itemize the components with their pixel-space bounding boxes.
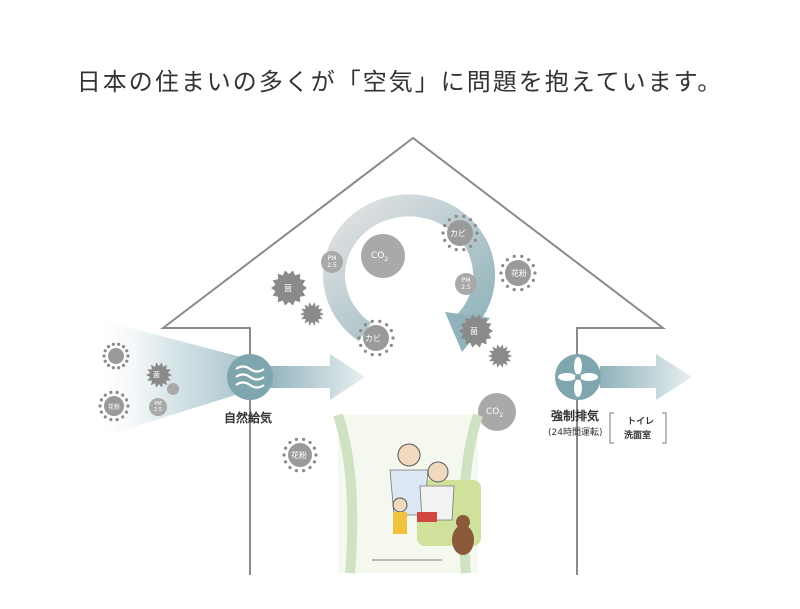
co2-label-top: CO2 (371, 251, 389, 263)
particle-marker-outside (102, 342, 130, 370)
pollen-label-left: 花粉 (291, 451, 307, 460)
pm25-circle-outside (149, 398, 167, 416)
intake-vent-icon (227, 354, 273, 400)
pollen-marker-right (499, 254, 537, 292)
mold-marker-bottom (357, 319, 395, 357)
co2-label-right: CO2 (486, 407, 504, 419)
pm25-circle-right (455, 273, 477, 295)
family-illustration (333, 413, 483, 574)
germ-label-left: 菌 (284, 284, 292, 293)
room-washroom: 洗面室 (624, 431, 652, 441)
page-headline: 日本の住まいの多くが「空気」に問題を抱えています。 (76, 68, 724, 96)
germ-marker-right (459, 314, 493, 348)
house-outline (160, 136, 666, 575)
pm25-circle-top (321, 251, 343, 273)
pollen-marker-outside (98, 390, 130, 422)
exhaust-arrow (600, 354, 692, 400)
particle-markers (98, 214, 537, 473)
germ-marker-small-1 (300, 302, 324, 326)
exhaust-note: (24時間運転) (548, 428, 603, 438)
rooms-bracket (609, 412, 667, 444)
intake-label: 自然給気 (224, 411, 273, 425)
co2-circle-top (361, 234, 405, 278)
co2-circle-right (478, 393, 516, 431)
exhaust-fan-icon (555, 354, 601, 400)
pollen-label-outside: 花粉 (108, 404, 121, 411)
exhaust-label: 強制排気 (551, 409, 600, 423)
small-gray-dot (167, 383, 179, 395)
mold-label-bottom: カビ (365, 334, 381, 343)
germ-label-outside: 菌 (153, 371, 160, 379)
germ-marker-outside (146, 362, 172, 388)
germ-label-right: 菌 (470, 327, 478, 336)
circulation-swirl (323, 194, 496, 342)
mold-label-top: カビ (450, 229, 466, 238)
pollen-marker-left (282, 437, 318, 473)
intake-arrow (265, 354, 365, 400)
room-toilet: トイレ (627, 417, 655, 427)
germ-marker-small-2 (488, 344, 512, 368)
germ-marker-left (271, 270, 307, 306)
mold-marker-top (441, 214, 479, 252)
pollen-label-right: 花粉 (511, 269, 527, 278)
